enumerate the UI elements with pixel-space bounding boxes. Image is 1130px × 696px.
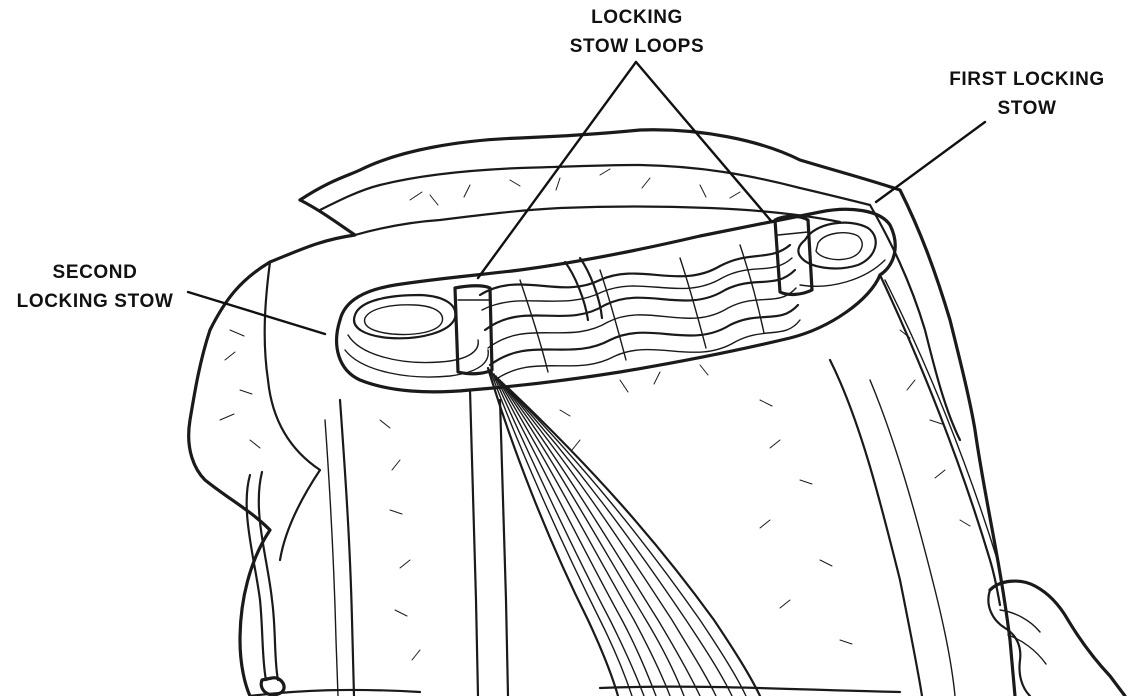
locking-stow-loop-right (775, 216, 812, 294)
bag-left-seam (340, 400, 354, 696)
bag-right-flap (870, 205, 960, 440)
line-5 (498, 378, 684, 696)
braid-strand-2 (485, 270, 795, 330)
braid-twist-2 (600, 270, 626, 360)
bag-center-seam-right (500, 400, 508, 696)
line-2 (492, 372, 644, 696)
bag-left-edge (189, 200, 355, 696)
label-first-locking-stow-line2: STOW (997, 98, 1056, 119)
bag-bottom-edge (250, 687, 900, 696)
held-line (880, 275, 1000, 605)
bag-drawstring (247, 472, 284, 695)
leader-first-locking-stow (876, 122, 985, 202)
drawstring-cord-2 (259, 472, 278, 680)
line-4 (496, 376, 670, 696)
hand (880, 275, 1125, 696)
line-8 (504, 384, 732, 696)
fabric-wrinkles (220, 169, 970, 660)
bag-right-seam (830, 360, 922, 696)
bag-left-seam-2 (325, 420, 338, 696)
right-stow-loop-fold (778, 232, 808, 235)
middle-stow-band (565, 262, 588, 320)
deployment-bag (189, 130, 1015, 696)
bag-outline (300, 130, 1015, 696)
left-coil-2 (365, 305, 443, 335)
left-coil-1 (354, 295, 455, 338)
wrinkle-left (220, 330, 260, 448)
leader-stow-loops-left (478, 62, 636, 278)
bag-top-fold (320, 165, 870, 210)
stowed-line-bundle (337, 209, 896, 392)
braid-twist-1 (520, 280, 548, 372)
label-locking-stow-loops-line1: LOCKING (591, 7, 683, 28)
wrinkle-center-left (380, 420, 420, 660)
label-second-locking-stow-line2: LOCKING STOW (17, 291, 174, 312)
drawstring-tip (261, 678, 284, 695)
callout-labels: LOCKING STOW LOOPS FIRST LOCKING STOW SE… (17, 7, 1105, 312)
wrinkle-top (410, 169, 740, 205)
callout-leaders (188, 62, 985, 334)
label-second-locking-stow-line1: SECOND (53, 262, 138, 283)
line-edge-right (508, 388, 760, 696)
line-3 (494, 374, 656, 696)
label-first-locking-stow-line1: FIRST LOCKING (949, 69, 1105, 90)
line-7 (502, 382, 716, 696)
line-1 (490, 370, 632, 696)
leader-second-locking-stow (188, 292, 325, 334)
bag-inner-rim (355, 207, 840, 236)
right-stow-loop-band (775, 216, 812, 294)
bag-left-flap (265, 262, 320, 560)
hand-finger-2 (1008, 635, 1046, 664)
right-coil-2 (816, 233, 862, 260)
label-locking-stow-loops-line2: STOW LOOPS (570, 36, 704, 57)
suspension-lines (488, 368, 760, 696)
bag-center-seam-left (470, 390, 478, 696)
